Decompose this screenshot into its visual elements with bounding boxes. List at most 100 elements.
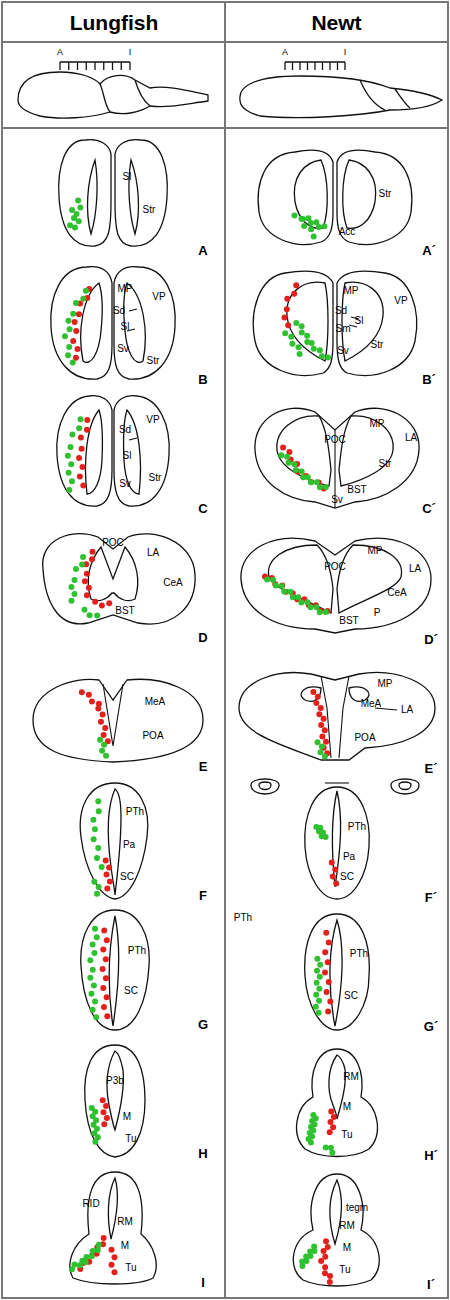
labelled-cell-dot — [100, 985, 106, 991]
labelled-cell-dot — [69, 1266, 75, 1272]
labelled-cell-dot — [97, 737, 103, 743]
region-label: LA — [401, 705, 413, 715]
section-outline — [81, 283, 103, 362]
labelled-cell-dot — [286, 460, 292, 466]
region-label: VP — [146, 415, 159, 425]
ruler-letter: I — [129, 48, 132, 57]
labelled-cell-dot — [270, 577, 276, 583]
section-outline — [241, 538, 431, 633]
brain-section — [59, 140, 168, 247]
region-label: PTh — [348, 822, 366, 832]
labelled-cell-dot — [101, 1121, 107, 1127]
labelled-cell-dot — [288, 334, 294, 340]
section-outline — [339, 416, 393, 486]
region-label: BST — [347, 485, 366, 495]
labelled-cell-dot — [62, 333, 68, 339]
region-label: Sv — [117, 344, 129, 354]
section-letter: B´ — [422, 373, 436, 386]
region-label: LA — [409, 564, 421, 574]
section-outline — [108, 1178, 117, 1239]
labelled-cell-dot — [92, 926, 98, 932]
labelled-cell-dot — [314, 479, 320, 485]
labelled-cell-dot — [92, 998, 98, 1004]
brain-section — [293, 1174, 379, 1286]
labelled-cell-dot — [76, 425, 82, 431]
labelled-cell-dot — [84, 417, 90, 423]
section-outline — [301, 687, 321, 701]
labelled-cell-dot — [279, 583, 285, 589]
labelled-cell-dot — [317, 609, 323, 615]
brain-section — [51, 267, 175, 380]
labelled-cell-dot — [78, 416, 84, 422]
section-outline — [88, 547, 138, 601]
labelled-cell-dot — [313, 992, 319, 998]
section-letter: F — [199, 889, 207, 902]
region-label: VP — [152, 292, 165, 302]
newt-brain-outline — [240, 76, 442, 118]
labelled-cell-dot — [104, 994, 110, 1000]
labelled-cell-dot — [92, 599, 98, 605]
labelled-cell-dot — [100, 947, 106, 953]
labelled-cell-dot — [308, 220, 314, 226]
labelled-cell-dot — [321, 223, 327, 229]
region-label: P3b — [106, 1076, 124, 1086]
labelled-cell-dot — [95, 798, 101, 804]
labelled-cell-dot — [76, 311, 82, 317]
region-label: P — [374, 608, 381, 618]
labelled-cell-dot — [68, 461, 74, 467]
section-letter: H´ — [424, 1149, 438, 1162]
brain-section — [80, 783, 148, 899]
section-letter: G´ — [424, 1020, 438, 1033]
labelled-cell-dot — [89, 549, 95, 555]
labelled-cell-dot — [79, 446, 85, 452]
region-label: Sm — [336, 324, 351, 334]
brain-section — [239, 673, 435, 760]
labelled-cell-dot — [70, 311, 76, 317]
labelled-cell-dot — [332, 866, 338, 872]
labelled-cell-dot — [87, 957, 93, 963]
labelled-cell-dot — [101, 1004, 107, 1010]
labelled-cell-dot — [298, 599, 304, 605]
labelled-cell-dot — [314, 968, 320, 974]
ruler-tick — [59, 62, 60, 70]
labelled-cell-dot — [305, 474, 311, 480]
ruler-tick — [322, 62, 323, 70]
region-label: M — [343, 1243, 351, 1253]
labelled-cell-dot — [291, 461, 297, 467]
brain-section — [251, 779, 419, 899]
section-outline — [70, 1172, 156, 1284]
region-label: Str — [379, 189, 392, 199]
labelled-cell-dot — [103, 753, 109, 759]
labelled-cell-dot — [89, 556, 95, 562]
ruler-tick — [314, 62, 315, 70]
region-label: SC — [120, 872, 134, 882]
labelled-cell-dot — [65, 352, 71, 358]
labelled-cell-dot — [92, 1139, 98, 1145]
labelled-cell-dot — [289, 341, 295, 347]
section-outline — [51, 267, 112, 380]
region-label: BST — [115, 606, 134, 616]
labelled-cell-dot — [329, 1150, 335, 1156]
labelled-cell-dot — [94, 855, 100, 861]
labelled-cell-dot — [323, 834, 329, 840]
labelled-cell-dot — [103, 858, 109, 864]
region-label: VP — [394, 296, 407, 306]
section-outline — [114, 396, 169, 507]
labelled-cell-dot — [284, 454, 290, 460]
labelled-cell-dot — [72, 577, 78, 583]
labelled-cell-dot — [308, 226, 314, 232]
section-letter: I — [201, 1276, 205, 1289]
ruler-tick — [292, 62, 293, 70]
section-letter: D — [198, 631, 207, 644]
labelled-cell-dot — [66, 487, 72, 493]
section-letter: G — [198, 1018, 208, 1031]
brain-section — [253, 271, 416, 375]
labelled-cell-dot — [281, 314, 287, 320]
brain-section — [297, 1049, 378, 1157]
region-label: Sl — [121, 322, 130, 332]
region-label: M — [343, 1102, 351, 1112]
labelled-cell-dot — [322, 949, 328, 955]
region-label: CeA — [163, 578, 182, 588]
labelled-cell-dot — [321, 1248, 327, 1254]
labelled-cell-dot — [319, 733, 325, 739]
